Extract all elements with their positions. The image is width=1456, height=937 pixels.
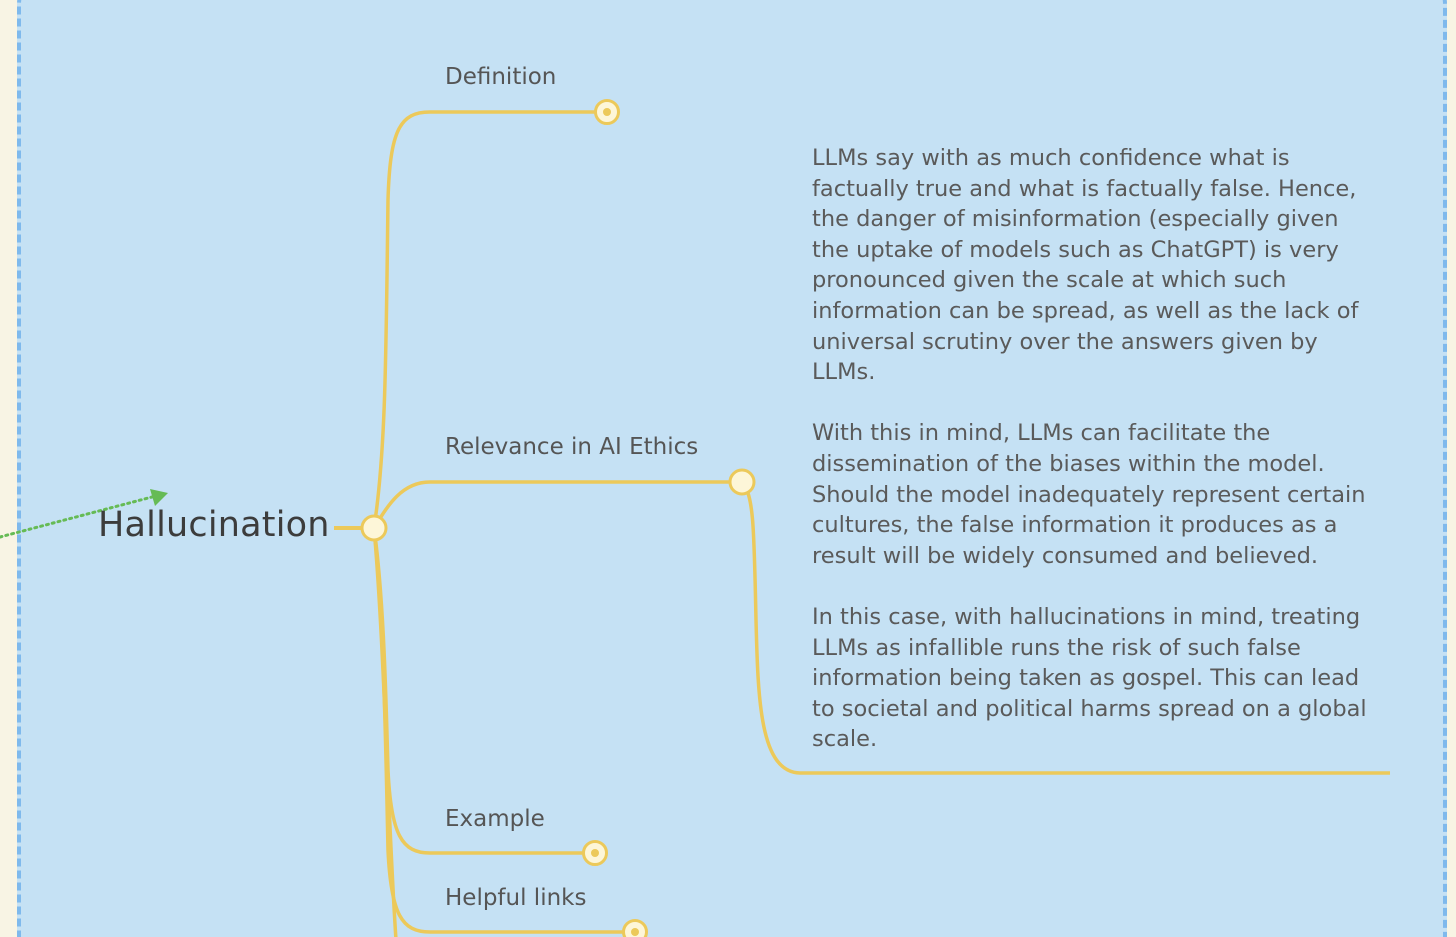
root-node-handle[interactable] bbox=[360, 514, 388, 542]
note-connector-line bbox=[740, 480, 1390, 775]
helpful-links-collapse-toggle[interactable] bbox=[622, 919, 648, 937]
branch-label-example[interactable]: Example bbox=[445, 806, 545, 832]
note-paragraph: In this case, with hallucinations in min… bbox=[812, 603, 1367, 753]
branch-label-definition[interactable]: Definition bbox=[445, 64, 557, 90]
note-paragraph: With this in mind, LLMs can facilitate t… bbox=[812, 420, 1366, 569]
note-paragraph: LLMs say with as much confidence what is… bbox=[812, 145, 1359, 386]
branch-line-offscreen bbox=[372, 527, 398, 937]
relationship-arrowhead-icon bbox=[150, 489, 168, 506]
root-topic[interactable]: Hallucination bbox=[98, 505, 330, 545]
relationship-arrow-line[interactable] bbox=[0, 495, 154, 539]
branch-line-helpful-links bbox=[372, 527, 624, 934]
branch-line-example bbox=[372, 527, 584, 855]
definition-collapse-toggle[interactable] bbox=[594, 99, 620, 125]
relevance-note[interactable]: LLMs say with as much confidence what is… bbox=[812, 143, 1382, 755]
branch-line-definition bbox=[372, 110, 596, 529]
branch-label-relevance[interactable]: Relevance in AI Ethics bbox=[445, 434, 699, 460]
example-collapse-toggle[interactable] bbox=[582, 840, 608, 866]
relevance-node-handle[interactable] bbox=[728, 468, 756, 496]
branch-line-relevance bbox=[372, 480, 730, 529]
branch-label-helpful-links[interactable]: Helpful links bbox=[445, 885, 587, 911]
mindmap-canvas bbox=[17, 0, 1447, 937]
